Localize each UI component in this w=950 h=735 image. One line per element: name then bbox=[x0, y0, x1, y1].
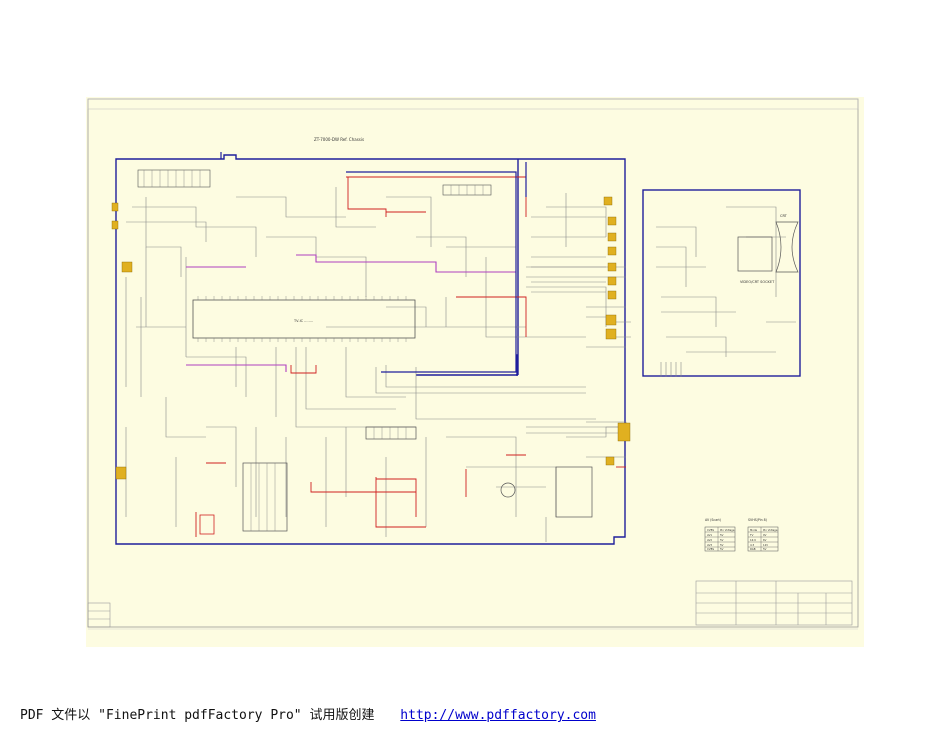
main-ic bbox=[192, 299, 416, 339]
socket-label: VIDEO/CRT SOCKET bbox=[740, 280, 775, 284]
schematic-title: ZT-7000-DW Ref. Chassis bbox=[314, 137, 364, 142]
vertical-ic bbox=[365, 426, 417, 440]
table-right-title: SVHS(Pin 8) bbox=[748, 518, 767, 522]
table-left-r2c2: 5V bbox=[720, 538, 724, 542]
table-right-r2c2: 6V bbox=[763, 538, 767, 542]
table-left-h1: CVBS bbox=[707, 528, 714, 532]
table-left-r1c1: AV1 bbox=[707, 533, 712, 537]
table-right-r1c1: TV bbox=[750, 533, 754, 537]
frame-top-strip bbox=[87, 98, 859, 110]
main-ic-label: TV-IC ........ bbox=[293, 319, 313, 323]
table-right-r3c1: 4:3 bbox=[750, 543, 755, 547]
table-right-h1: Mode bbox=[750, 528, 757, 532]
crt-board-outline bbox=[642, 189, 801, 377]
ground-bus bbox=[220, 152, 527, 373]
table-left-title: AV (Scart) bbox=[705, 518, 721, 522]
fuse-block bbox=[199, 514, 215, 535]
crt-socket bbox=[737, 236, 773, 272]
pdf-watermark-footer: PDF 文件以 "FinePrint pdfFactory Pro" 试用版创建… bbox=[20, 704, 940, 726]
table-left-r4c1: CVBS bbox=[707, 547, 714, 551]
table-left-r4c2: 5V bbox=[720, 547, 724, 551]
table-left-r1c2: 5V bbox=[720, 533, 724, 537]
table-left: AV (Scart) CVBS Pin Voltage AV1 5V AV2 5… bbox=[704, 518, 736, 552]
table-right-h2: Pin Voltage bbox=[763, 528, 778, 532]
table-right-r2c1: 16:9 bbox=[750, 538, 756, 542]
video-wires-magenta bbox=[186, 254, 516, 372]
revision-block bbox=[87, 602, 111, 628]
table-right-r4c1: RGB bbox=[750, 547, 756, 551]
schematic-sheet: TV-IC ........ bbox=[86, 97, 864, 647]
table-left-r2c1: AV2 bbox=[707, 538, 712, 542]
title-block bbox=[695, 580, 853, 626]
footer-link[interactable]: http://www.pdffactory.com bbox=[400, 708, 596, 723]
input-jacks bbox=[111, 202, 133, 480]
power-ic bbox=[242, 462, 288, 532]
footer-text: PDF 文件以 "FinePrint pdfFactory Pro" 试用版创建 bbox=[20, 708, 375, 723]
crt-tube-symbol bbox=[775, 221, 799, 273]
table-right: SVHS(Pin 8) Mode Pin Voltage TV 0V 16:9 … bbox=[747, 518, 779, 552]
flyback-transformer bbox=[555, 466, 593, 518]
table-right-r3c2: 12V bbox=[763, 543, 768, 547]
output-connectors bbox=[603, 196, 631, 466]
schematic-drawing: TV-IC ........ bbox=[86, 97, 864, 647]
crt-label: CRT bbox=[780, 214, 788, 218]
main-ic-pins bbox=[197, 296, 407, 342]
table-left-r3c2: 5V bbox=[720, 543, 724, 547]
tuner-block bbox=[137, 169, 211, 188]
table-left-r3c1: AV3 bbox=[707, 543, 712, 547]
transformer-core bbox=[500, 482, 516, 498]
table-right-r4c2: 5V bbox=[763, 547, 767, 551]
table-left-h2: Pin Voltage bbox=[720, 528, 735, 532]
main-board-outline bbox=[115, 154, 626, 545]
table-right-r1c2: 0V bbox=[763, 533, 767, 537]
